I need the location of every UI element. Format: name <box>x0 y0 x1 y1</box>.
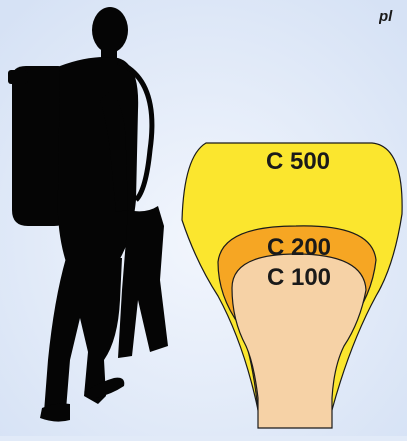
corner-text: pl <box>379 8 407 25</box>
label-c100: C 100 <box>267 264 331 291</box>
label-c500: C 500 <box>266 148 330 175</box>
label-c200: C 200 <box>267 234 331 261</box>
